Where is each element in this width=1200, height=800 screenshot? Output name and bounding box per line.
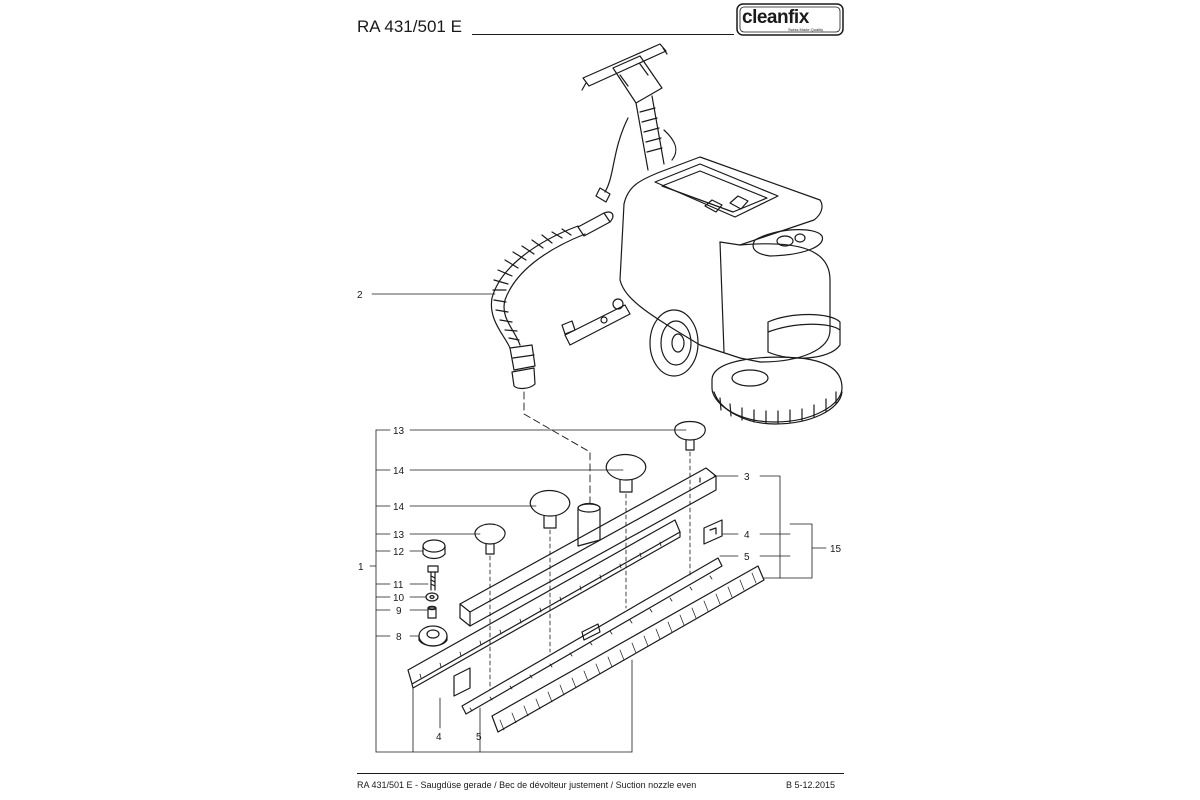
callout-8: 8 xyxy=(396,632,402,643)
footer-revision: B 5-12.2015 xyxy=(786,780,836,790)
callout-14a: 14 xyxy=(393,466,405,477)
suction-nozzle-assembly xyxy=(407,420,765,733)
callout-13a: 13 xyxy=(393,426,405,437)
star-knob-large xyxy=(605,453,647,493)
bolt xyxy=(427,565,439,591)
callout-10: 10 xyxy=(393,593,405,604)
page-title: RA 431/501 E xyxy=(357,17,462,36)
callout-5: 5 xyxy=(744,552,750,563)
brand-name: cleanfix xyxy=(742,7,809,28)
spacer-sleeve xyxy=(427,605,437,619)
star-knob-large-2 xyxy=(529,489,571,529)
brand-tagline: Swiss Made Quality xyxy=(788,27,824,32)
wheel-roller xyxy=(418,625,448,647)
cap-nut xyxy=(422,539,446,560)
callout-3: 3 xyxy=(744,472,750,483)
title-underline xyxy=(472,34,734,35)
callout-4: 4 xyxy=(744,530,750,541)
star-knob-small-2 xyxy=(474,523,506,555)
callout-12: 12 xyxy=(393,547,405,558)
callout-9: 9 xyxy=(396,606,402,617)
callout-5b: 5 xyxy=(476,732,482,743)
callout-4b: 4 xyxy=(436,732,442,743)
leader-lines xyxy=(369,293,827,753)
callout-11: 11 xyxy=(393,580,404,591)
callout-2: 2 xyxy=(357,290,363,301)
footer-rule xyxy=(357,773,844,774)
callout-13b: 13 xyxy=(393,530,405,541)
callout-15: 15 xyxy=(830,544,842,555)
brand-logo xyxy=(736,3,844,36)
washer xyxy=(425,592,439,602)
callout-14b: 14 xyxy=(393,502,405,513)
star-knob-small xyxy=(674,420,706,451)
callout-1: 1 xyxy=(358,562,364,573)
scrubber-machine xyxy=(490,43,843,425)
footer-description: RA 431/501 E - Saugdüse gerade / Bec de … xyxy=(357,780,697,790)
